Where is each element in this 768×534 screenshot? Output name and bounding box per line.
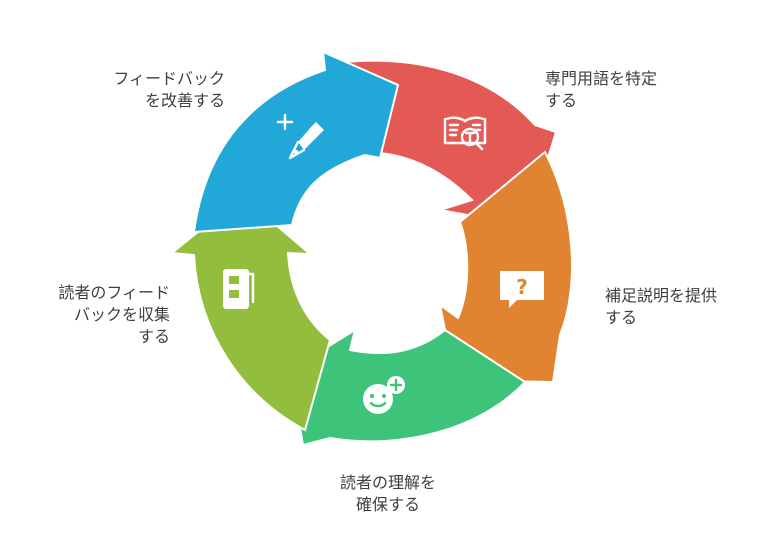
segment-provide-explanation: [438, 150, 573, 384]
label-improve-feedback-line-1: フィードバック: [113, 69, 225, 88]
label-ensure-understanding: 読者の理解を 確保する: [313, 472, 463, 516]
segment-improve-feedback: [192, 50, 400, 234]
smiley-plus-icon: [363, 376, 405, 414]
label-provide-explanation: 補足説明を提供 する: [605, 285, 717, 329]
label-collect-feedback: 読者のフィード バックを収集 する: [12, 282, 170, 348]
label-collect-feedback-line-3: する: [137, 327, 170, 346]
svg-text:?: ?: [516, 275, 528, 299]
label-collect-feedback-line-1: 読者のフィード: [58, 283, 170, 302]
cycle-segments: [169, 50, 573, 447]
label-identify-terms-line-1: 専門用語を特定: [545, 69, 658, 88]
feedback-form-icon: [223, 269, 255, 309]
label-improve-feedback-line-2: を改善する: [144, 91, 225, 110]
label-identify-terms-line-2: する: [545, 91, 578, 110]
segment-collect-feedback: [169, 194, 332, 432]
label-improve-feedback: フィードバック を改善する: [60, 68, 225, 112]
label-ensure-understanding-line-1: 読者の理解を: [339, 473, 436, 492]
segment-ensure-understanding: [288, 327, 527, 447]
label-provide-explanation-line-2: する: [605, 308, 638, 327]
question-bubble-icon: ?: [500, 271, 544, 308]
book-magnifier-icon: [443, 116, 487, 151]
label-ensure-understanding-line-2: 確保する: [355, 495, 420, 514]
pen-plus-icon: [276, 113, 324, 160]
label-provide-explanation-line-1: 補足説明を提供: [605, 286, 718, 305]
label-identify-terms: 専門用語を特定 する: [545, 68, 657, 112]
label-collect-feedback-line-2: バックを収集: [73, 305, 170, 324]
